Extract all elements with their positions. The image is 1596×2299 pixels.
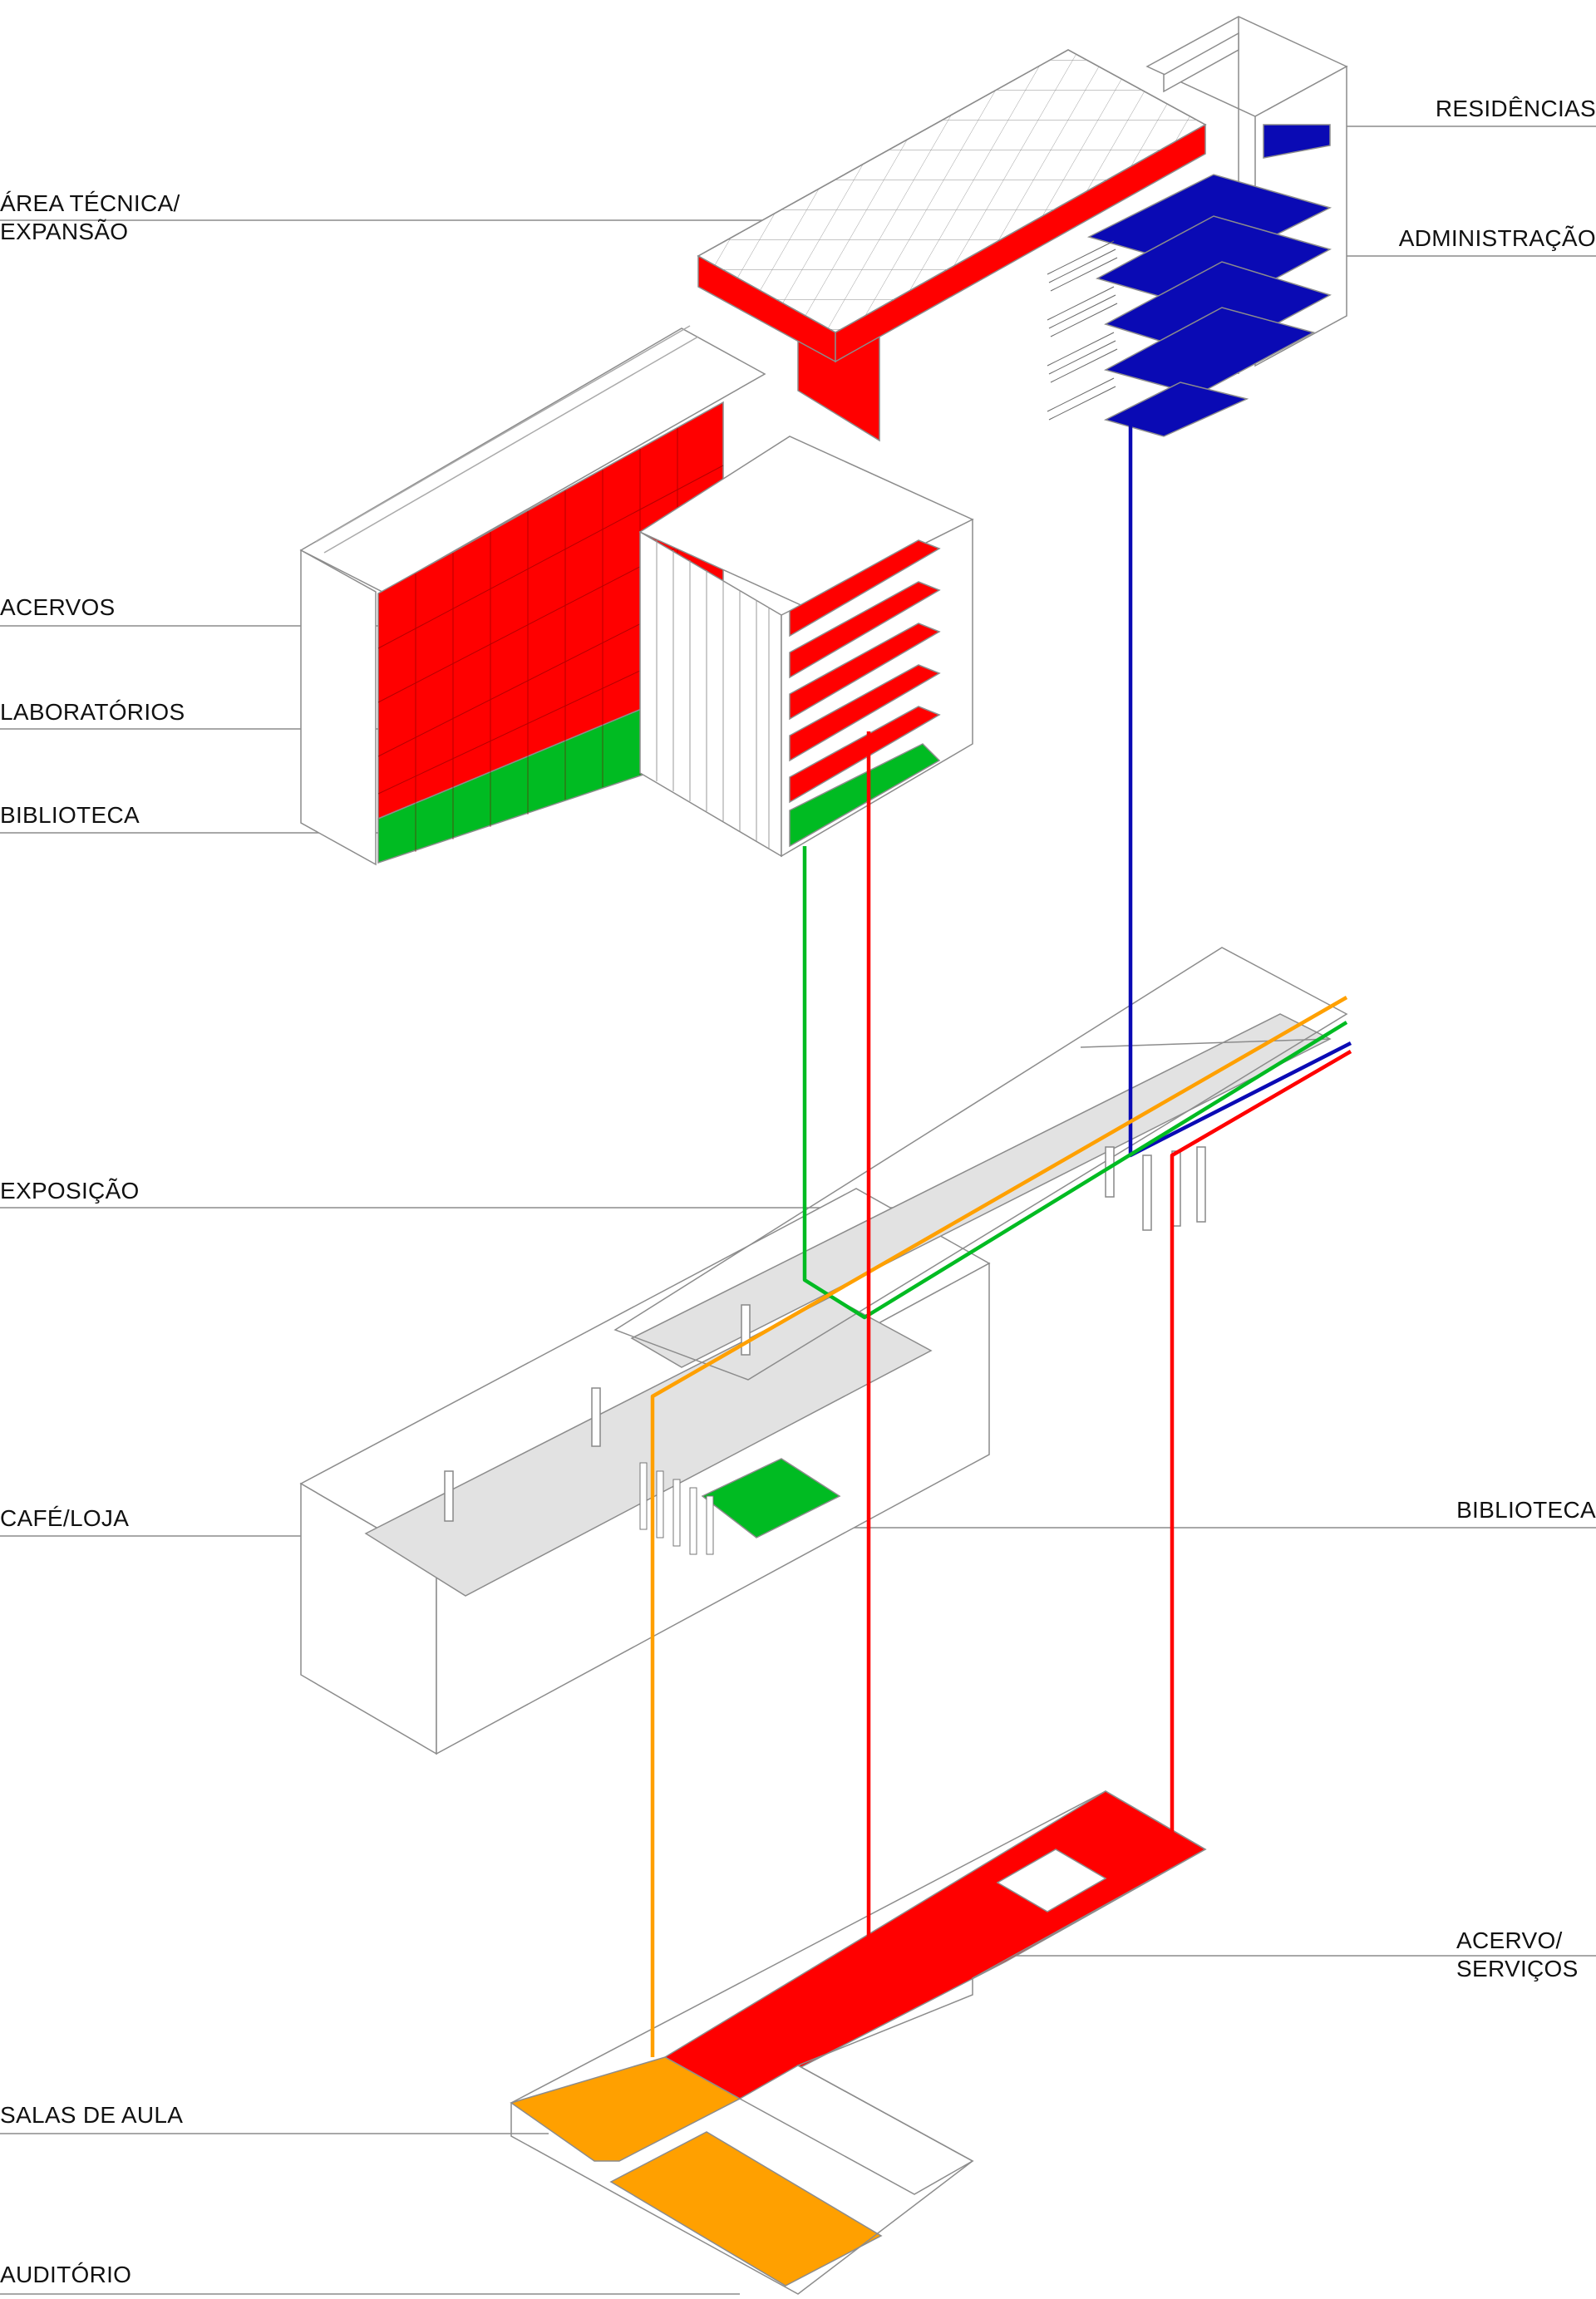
residences-roof-line — [1163, 32, 1239, 93]
circulation-red-exhibit — [1170, 1050, 1352, 1849]
bridge-side-red — [835, 123, 1206, 363]
label-area-tecnica-line1: ÁREA TÉCNICA/ — [0, 190, 180, 216]
label-biblioteca-left: BIBLIOTECA — [0, 802, 140, 828]
label-acervos: ACERVOS — [0, 594, 116, 620]
admin-floor-4 — [1103, 307, 1316, 396]
lab-tower — [638, 436, 974, 858]
admin-floor-residencias — [1263, 124, 1331, 159]
slab-block-top — [299, 327, 766, 593]
slab-block-left-face — [300, 549, 377, 866]
admin-floor-5 — [1103, 382, 1249, 437]
label-acervo-servicos: ACERVO/ SERVIÇOS — [1456, 1927, 1579, 1983]
label-biblioteca-right: BIBLIOTECA — [1456, 1497, 1596, 1523]
lab-floor-1 — [789, 539, 941, 638]
acervo-servicos-floor — [663, 1790, 1207, 2100]
label-exposicao: EXPOSIÇÃO — [0, 1178, 140, 1204]
biblioteca-floor — [701, 1458, 841, 1538]
label-laboratorios: LABORATÓRIOS — [0, 699, 185, 725]
label-salas-de-aula: SALAS DE AULA — [0, 2102, 184, 2128]
auditorio-floor — [609, 2131, 883, 2287]
lab-floor-4 — [789, 664, 941, 762]
label-area-tecnica: ÁREA TÉCNICA/ EXPANSÃO — [0, 190, 180, 246]
lab-floor-5 — [789, 706, 941, 804]
technical-bridge — [697, 49, 1207, 363]
exhibition-level — [299, 947, 1348, 1755]
lab-floor-green — [789, 743, 941, 848]
exposicao-gallery-outline — [613, 947, 1348, 1381]
label-area-tecnica-line2: EXPANSÃO — [0, 219, 129, 244]
residences-tower — [1047, 16, 1348, 437]
label-administracao: ADMINISTRAÇÃO — [1398, 225, 1596, 251]
circulation-lines — [650, 426, 1352, 2057]
basement-outline — [510, 1790, 1207, 2295]
label-cafe-loja: CAFÉ/LOJA — [0, 1505, 130, 1531]
circulation-green — [802, 846, 1348, 1320]
upper-building — [299, 285, 880, 866]
label-residencias: RESIDÊNCIAS — [1435, 96, 1596, 121]
label-acervo-servicos-line2: SERVIÇOS — [1456, 1956, 1579, 1981]
circulation-orange — [650, 996, 1348, 2057]
cafe-floor — [364, 1296, 933, 1597]
lab-floor-3 — [789, 623, 941, 721]
lab-floor-2 — [789, 581, 941, 679]
salas-de-aula-floor — [510, 2056, 741, 2162]
label-auditorio: AUDITÓRIO — [0, 2262, 132, 2287]
basement-level — [510, 1790, 1207, 2295]
label-acervo-servicos-line1: ACERVO/ — [1456, 1927, 1563, 1953]
service-void — [996, 1849, 1107, 1913]
